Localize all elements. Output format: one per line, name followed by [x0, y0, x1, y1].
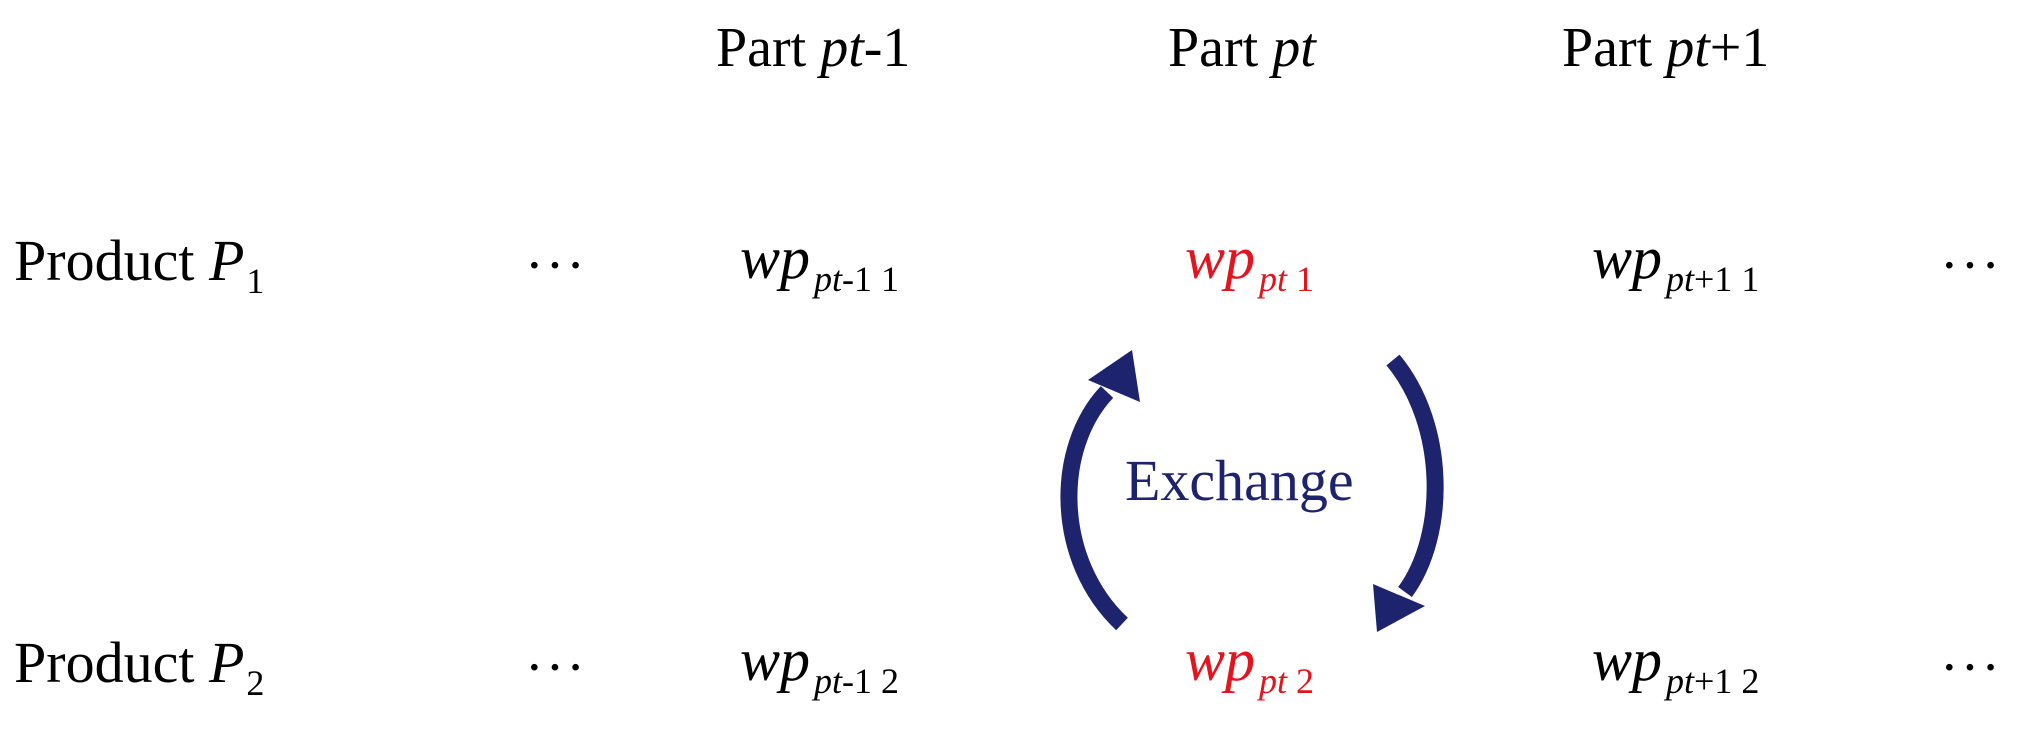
cell-sub-rest: 1: [1287, 258, 1315, 299]
header-prefix: Part: [716, 17, 821, 79]
header-prefix: Part: [1562, 17, 1667, 79]
cell-sub-rest: +1 2: [1694, 660, 1760, 701]
cell-base: wp: [740, 225, 811, 291]
header-var: pt: [820, 17, 864, 79]
cell-sub-var: pt: [814, 660, 843, 701]
row-label-sub: 1: [246, 260, 265, 301]
arrow-down-head-icon: [1373, 584, 1425, 632]
cell-base: wp: [740, 627, 811, 693]
arrow-down-icon: [1386, 354, 1444, 598]
cell-sub-var: pt: [814, 258, 843, 299]
header-suffix: -1: [863, 17, 911, 79]
row-label-product-2: Product P2: [14, 634, 264, 701]
cell-base: wp: [1592, 225, 1663, 291]
row-label-sub: 2: [246, 662, 265, 703]
arrow-up-head-icon: [1088, 350, 1140, 402]
cell-base: wp: [1185, 627, 1256, 693]
cell-sub-var: pt: [1259, 258, 1288, 299]
cell-base: wp: [1592, 627, 1663, 693]
cell-base: wp: [1185, 225, 1256, 291]
row-label-text: Product: [14, 630, 209, 695]
cell-sub-rest: -1 2: [842, 660, 900, 701]
header-var: pt: [1272, 17, 1316, 79]
exchange-label: Exchange: [1125, 448, 1354, 513]
header-part-prev: Part pt-1: [716, 20, 910, 76]
header-var: pt: [1666, 17, 1710, 79]
cell-sub-var: pt: [1259, 660, 1288, 701]
header-part-next: Part pt+1: [1562, 20, 1769, 76]
cell-sub-var: pt: [1666, 258, 1695, 299]
row-label-product-1: Product P1: [14, 232, 264, 299]
row-label-text: Product: [14, 228, 209, 293]
header-part-curr: Part pt: [1168, 20, 1316, 76]
ellipsis-right-row-1: ···: [1940, 235, 2002, 297]
ellipsis-right-row-2: ···: [1940, 637, 2002, 699]
row-label-var: P: [208, 228, 245, 293]
cell-sub-rest: 2: [1287, 660, 1315, 701]
cell-sub-rest: -1 1: [842, 258, 900, 299]
arrow-up-icon: [1060, 386, 1128, 631]
cell-sub-rest: +1 1: [1694, 258, 1760, 299]
ellipsis-left-row-2: ···: [525, 637, 587, 699]
header-prefix: Part: [1168, 17, 1273, 79]
ellipsis-left-row-1: ···: [525, 235, 587, 297]
cell-sub-var: pt: [1666, 660, 1695, 701]
row-label-var: P: [208, 630, 245, 695]
header-suffix: +1: [1709, 17, 1770, 79]
